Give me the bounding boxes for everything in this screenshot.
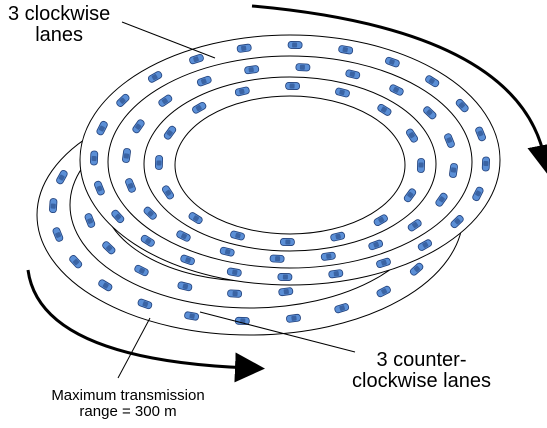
vehicle-icon xyxy=(287,40,303,50)
clockwise-rings xyxy=(79,34,501,286)
vehicle-icon xyxy=(133,263,150,278)
vehicle-icon xyxy=(327,268,344,279)
clockwise-lanes-label: 3 clockwise lanes xyxy=(8,4,110,46)
counter-pointer-line xyxy=(199,311,356,353)
vehicle-icon xyxy=(89,150,99,166)
vehicle-icon xyxy=(481,156,491,172)
clockwise-label-line1: 3 clockwise xyxy=(8,3,111,25)
range-label-line1: Maximum transmission xyxy=(51,387,205,404)
vehicle-icon xyxy=(243,64,260,75)
vehicle-icon xyxy=(279,237,295,247)
clockwise-arrow xyxy=(251,4,547,175)
cw-ring-2 xyxy=(107,55,473,269)
vehicle-icon xyxy=(48,197,58,214)
vehicle-icon xyxy=(333,302,350,315)
vehicle-icon xyxy=(154,154,164,171)
vehicle-icon xyxy=(269,254,285,264)
vehicle-icon xyxy=(51,226,65,243)
vehicle-icon xyxy=(83,212,97,229)
vehicle-icon xyxy=(176,280,194,292)
clockwise-pointer-line xyxy=(121,21,216,59)
cw-ring-outer xyxy=(79,34,501,286)
counter-label-line2: clockwise lanes xyxy=(352,370,491,392)
counter-clockwise-arrow xyxy=(26,269,265,383)
vehicle-icon xyxy=(67,253,84,270)
vehicle-icon xyxy=(448,162,459,179)
vehicle-icon xyxy=(285,313,302,324)
vehicle-icon xyxy=(183,310,200,322)
vehicle-icon xyxy=(121,147,132,164)
cw-ring-inner xyxy=(174,95,406,235)
vehicle-icon xyxy=(408,261,425,277)
clockwise-label-line2: lanes xyxy=(35,24,84,46)
vehicle-icon xyxy=(236,43,253,54)
vehicle-icon xyxy=(97,278,114,293)
range-label-line2: range = 300 m xyxy=(79,402,177,420)
vehicle-icon xyxy=(234,316,250,326)
vehicle-icon xyxy=(375,284,393,299)
vehicle-icon xyxy=(136,297,154,311)
range-pointer-line xyxy=(117,317,151,379)
vehicle-icon xyxy=(416,157,426,174)
vehicle-icon xyxy=(320,251,337,262)
counter-clockwise-lanes-label: 3 counter- clockwise lanes xyxy=(352,350,491,392)
vehicle-icon xyxy=(295,62,311,72)
vehicle-icon xyxy=(100,239,117,256)
vehicle-icon xyxy=(54,168,69,186)
cw-ring-3 xyxy=(143,76,437,252)
vehicle-icon xyxy=(277,286,294,297)
vehicle-icon xyxy=(285,81,301,91)
vehicle-icon xyxy=(226,289,243,298)
counter-label-line1: 3 counter- xyxy=(376,349,467,371)
vehicle-icon xyxy=(277,272,293,282)
transmission-range-label: Maximum transmission range = 300 m xyxy=(8,388,248,420)
